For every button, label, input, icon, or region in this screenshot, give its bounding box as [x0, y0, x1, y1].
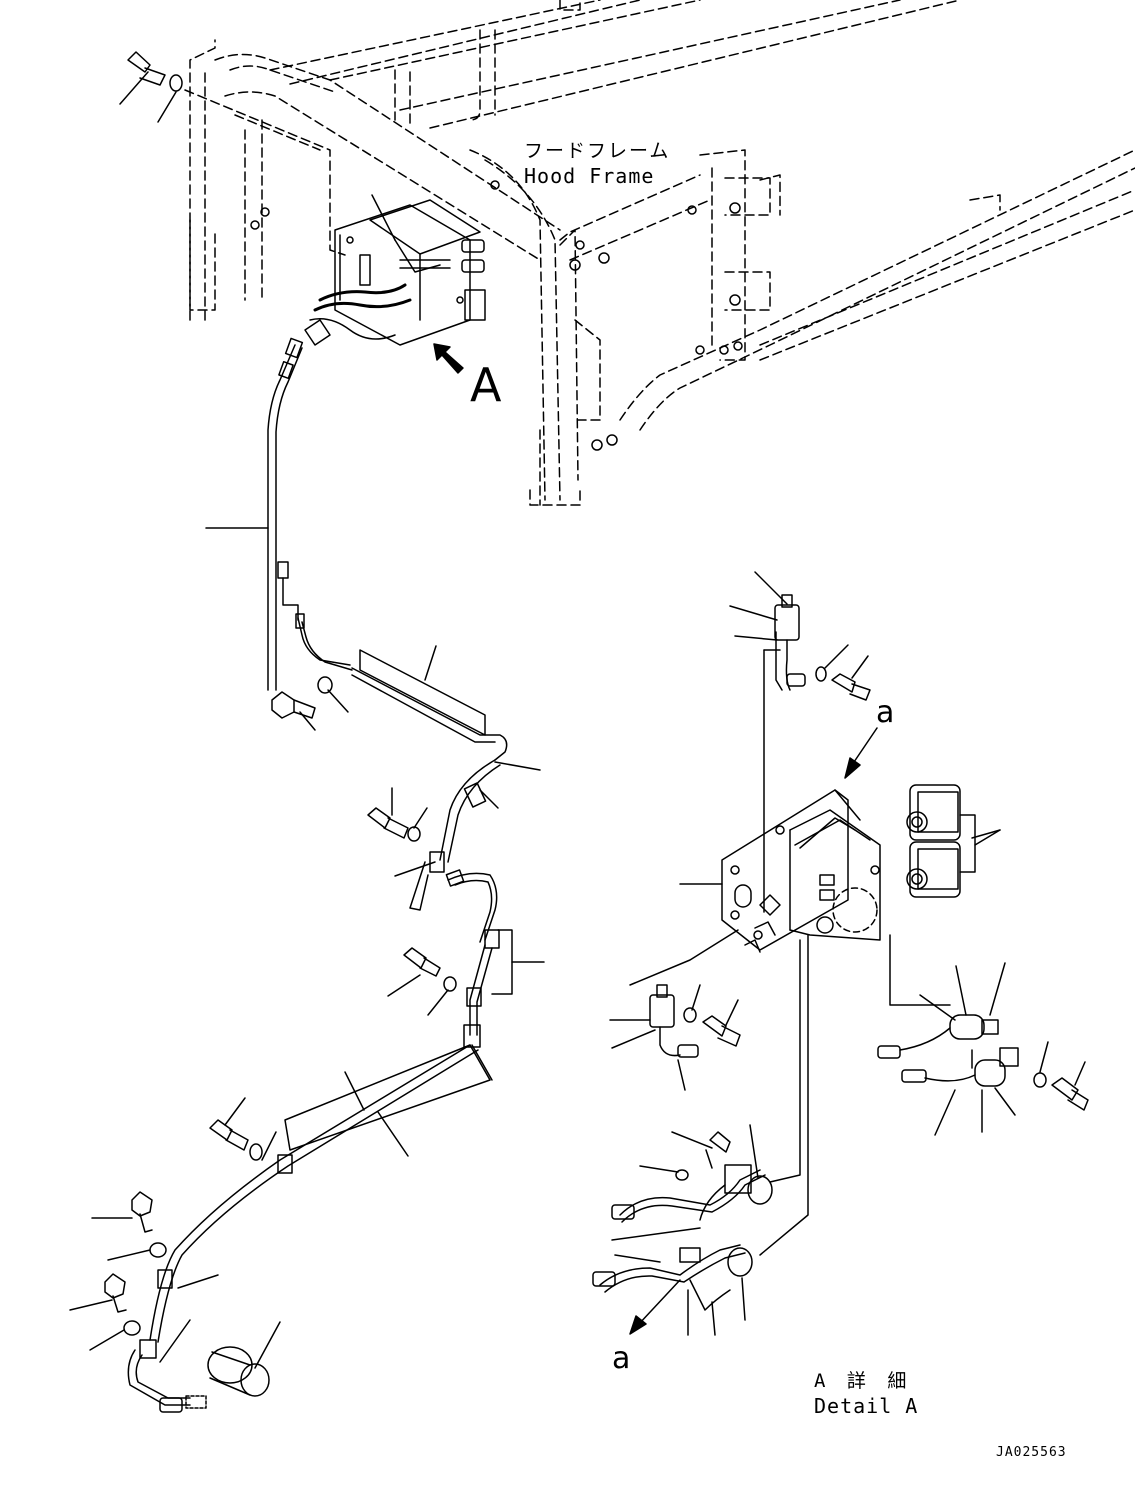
hood-frame-label-jp: フードフレーム	[524, 140, 671, 162]
detail-a-switch-left	[649, 984, 741, 1058]
upper-box-assembly	[304, 199, 486, 346]
frame-bolts	[250, 180, 743, 451]
view-a-label: A	[470, 358, 502, 412]
detail-a-switch-top	[774, 594, 871, 701]
hood-frame	[189, 0, 1135, 506]
detail-a-sensors	[906, 784, 1001, 898]
leader-box	[371, 194, 396, 241]
ref-a-top-label: a	[876, 695, 895, 730]
detail-a-switch-right	[877, 1014, 1089, 1111]
detail-a-title-jp: A 詳 細	[814, 1370, 912, 1392]
detail-a-harness	[592, 1131, 773, 1311]
drawing-code: JA025563	[996, 1445, 1067, 1460]
frame-leaders	[184, 89, 346, 256]
left-harness	[127, 337, 508, 1413]
detail-a-title-en: Detail A	[814, 1394, 919, 1418]
ref-a-bottom-label: a	[612, 1341, 631, 1376]
reference-arrows	[629, 727, 878, 1335]
view-arrow-icon	[433, 343, 464, 374]
detail-a-bracket	[721, 789, 881, 953]
left-fasteners	[104, 51, 457, 1336]
detail-a-leaders	[609, 571, 1086, 1336]
left-leaders	[69, 71, 545, 1369]
hood-frame-label-en: Hood Frame	[524, 164, 655, 188]
